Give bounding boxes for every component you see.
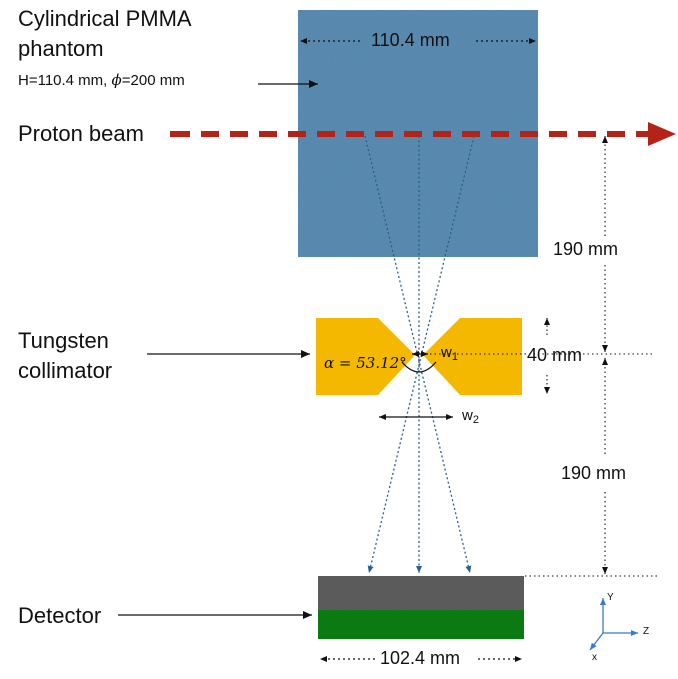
- w2-letter: w: [462, 407, 473, 424]
- axis-z-label: Z: [643, 626, 650, 637]
- phantom-dimensions: H=110.4 mm, ϕ=200 mm: [18, 71, 185, 89]
- proton-beam: [170, 122, 676, 146]
- phantom-title-line1: Cylindrical PMMA: [18, 6, 192, 31]
- opening-angle-label: α = 53.12°: [324, 354, 407, 372]
- collimator-thickness-label: 40 mm: [527, 345, 583, 365]
- phantom-height-text: H=110.4 mm,: [18, 72, 112, 89]
- axis-y-label: Y: [607, 592, 614, 603]
- w1-subscript: 1: [451, 351, 458, 363]
- prompt-gamma-rays: [364, 135, 475, 574]
- phantom-diameter-text: =200 mm: [121, 72, 185, 89]
- proton-beam-arrowhead: [648, 122, 676, 146]
- detector-width-label: 102.4 mm: [380, 648, 461, 668]
- detector: [318, 576, 524, 639]
- proton-beam-label: Proton beam: [18, 121, 144, 146]
- tungsten-collimator: [316, 318, 522, 395]
- distance-lower-label: 190 mm: [561, 463, 627, 483]
- w1-letter: w: [441, 344, 452, 361]
- phantom-phi-symbol: ϕ: [111, 71, 122, 89]
- w1-label: w1: [441, 344, 458, 364]
- w2-subscript: 2: [472, 414, 479, 426]
- opening-angle-arc: [401, 361, 437, 373]
- distance-upper-label: 190 mm: [553, 239, 619, 259]
- phantom-width-label: 110.4 mm: [371, 30, 450, 50]
- phantom-title-line2: phantom: [18, 36, 104, 61]
- w2-label: w2: [462, 407, 479, 427]
- collimator-label-line1: Tungsten: [18, 328, 109, 353]
- collimator-label-line2: collimator: [18, 358, 113, 383]
- coordinate-axes: [589, 598, 638, 651]
- detector-label: Detector: [18, 603, 102, 628]
- axis-x-label: x: [592, 652, 597, 663]
